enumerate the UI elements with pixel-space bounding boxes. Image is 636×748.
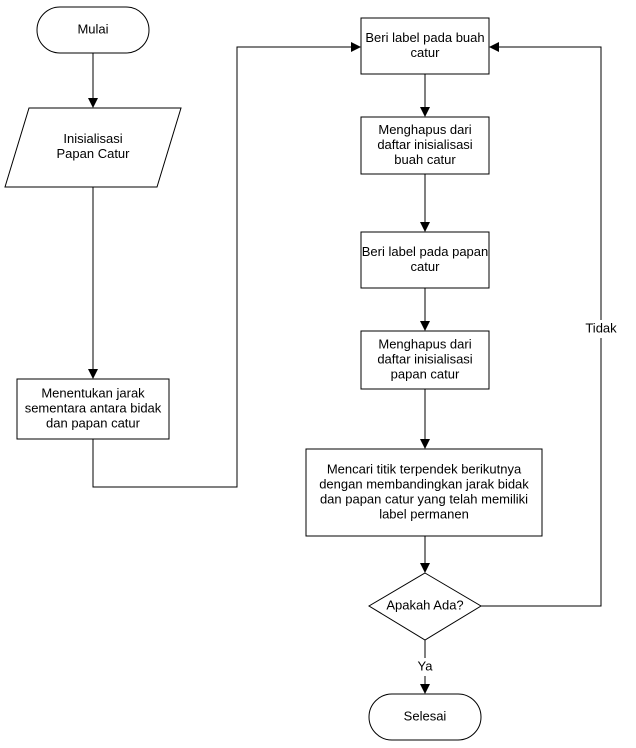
arrowhead-remove-piece [420,107,430,117]
remove-board-process-shape [360,330,490,390]
init-label-line: Papan Catur [57,146,131,161]
remove-piece-label-line: buah catur [394,152,456,167]
find-nearest-process: Mencari titik terpendek berikutnyadengan… [305,448,543,537]
arrowhead-label-piece-right [489,42,499,52]
arrowhead-find-nearest [420,439,430,449]
remove-board-label-line: daftar inisialisasi [377,351,472,366]
arrowhead-remove-board [420,321,430,331]
temp-dist-label-line: dan papan catur [46,415,141,430]
arrowhead-decision [420,563,430,573]
arrowhead-label-board [420,222,430,232]
remove-board-label-line: Menghapus dari [378,336,471,351]
label-piece-process-shape [360,17,490,75]
yes-branch-label: Ya [418,658,434,673]
find-nearest-label-line: dan papan catur yang telah memiliki [320,491,528,506]
init-parallelogram-shape [4,107,182,188]
remove-piece-process-shape [360,116,490,175]
edge-labels: Tidak Ya [412,320,622,676]
decision-diamond-shape [368,572,482,641]
label-board-label-line: Beri label pada papan [362,244,489,259]
label-piece-label-line: catur [411,45,441,60]
find-nearest-label-line: Mencari titik terpendek berikutnya [327,461,522,476]
edge-temp-dist-to-label-piece [92,46,351,488]
label-piece-label-line: Beri label pada buah [365,30,484,45]
find-nearest-label-line: dengan membandingkan jarak bidak [319,476,529,491]
init-label-line: Inisialisasi [63,131,122,146]
decision-diamond: Apakah Ada? [368,572,482,641]
temp-dist-label-line: Menentukan jarak [41,385,145,400]
flowchart-edges [88,42,602,694]
find-nearest-label-line: label permanen [379,506,469,521]
temp-dist-process-shape [16,378,170,440]
remove-piece-label-line: Menghapus dari [378,122,471,137]
arrowhead-end [420,684,430,694]
decision-label-line: Apakah Ada? [386,597,463,612]
end-terminator: Selesai [368,693,482,741]
start-terminator: Mulai [36,6,150,54]
arrowhead-init [88,98,98,108]
remove-board-label-line: papan catur [391,366,460,381]
no-branch-label: Tidak [585,320,617,335]
arrowhead-temp-dist [88,369,98,379]
find-nearest-process-shape [305,448,543,537]
start-terminator-shape [36,6,150,54]
label-board-label-line: catur [411,259,441,274]
start-label-line: Mulai [77,21,108,36]
temp-dist-label-line: sementara antara bidak [25,400,162,415]
label-board-process-shape [360,231,490,289]
remove-piece-label-line: daftar inisialisasi [377,137,472,152]
no-label-background [580,320,622,338]
end-label-line: Selesai [404,708,447,723]
yes-label-background [412,658,438,676]
end-terminator-shape [368,693,482,741]
arrowhead-label-piece-left [351,42,361,52]
